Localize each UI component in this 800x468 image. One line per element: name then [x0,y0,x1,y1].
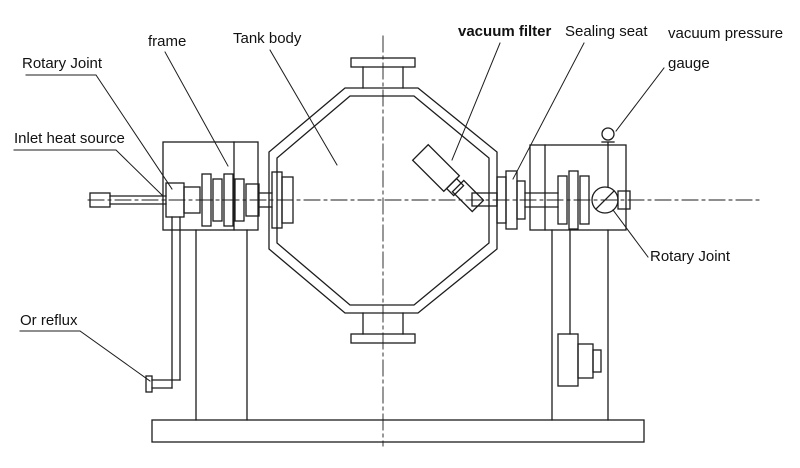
tank-body-shape [268,57,498,344]
top-flange-shape [350,57,416,68]
vacuum-gauge-shape [601,127,615,188]
leader-rotary-joint-left [25,74,173,190]
sealing-seat-shape [496,170,559,230]
leader-rotary-joint-right [612,209,649,258]
leader-inlet-heat-source [13,149,164,197]
right-frame-shape [529,144,627,421]
leader-tank-body [269,49,338,166]
label-vacuum-pressure-line1: vacuum pressure [668,25,784,42]
bottom-flange-shape [350,333,416,344]
label-tank-body: Tank body [233,30,302,47]
left-frame-shape [162,141,259,421]
leader-vacuum-filter [451,42,501,161]
leader-or-reflux [19,330,151,382]
label-vacuum-filter: vacuum filter [458,23,552,40]
leader-frame [164,51,229,167]
label-sealing-seat: Sealing seat [565,23,648,40]
base-shape [151,419,645,443]
label-inlet-heat-source: Inlet heat source [14,130,125,147]
right-rotary-joint-shape [557,170,631,230]
left-rotary-joint-shape [89,171,294,229]
leader-lines [13,42,665,382]
right-drive-shape [557,229,602,387]
reflux-pipe-shape [145,216,181,393]
label-or-reflux: Or reflux [20,312,78,329]
label-rotary-joint-left: Rotary Joint [22,55,103,72]
label-frame: frame [148,33,187,50]
label-vacuum-pressure-line2: gauge [668,55,710,72]
leader-sealing-seat [512,42,585,180]
centerlines [87,35,763,447]
leader-vacuum-gauge [615,67,665,132]
label-rotary-joint-right: Rotary Joint [650,248,731,265]
